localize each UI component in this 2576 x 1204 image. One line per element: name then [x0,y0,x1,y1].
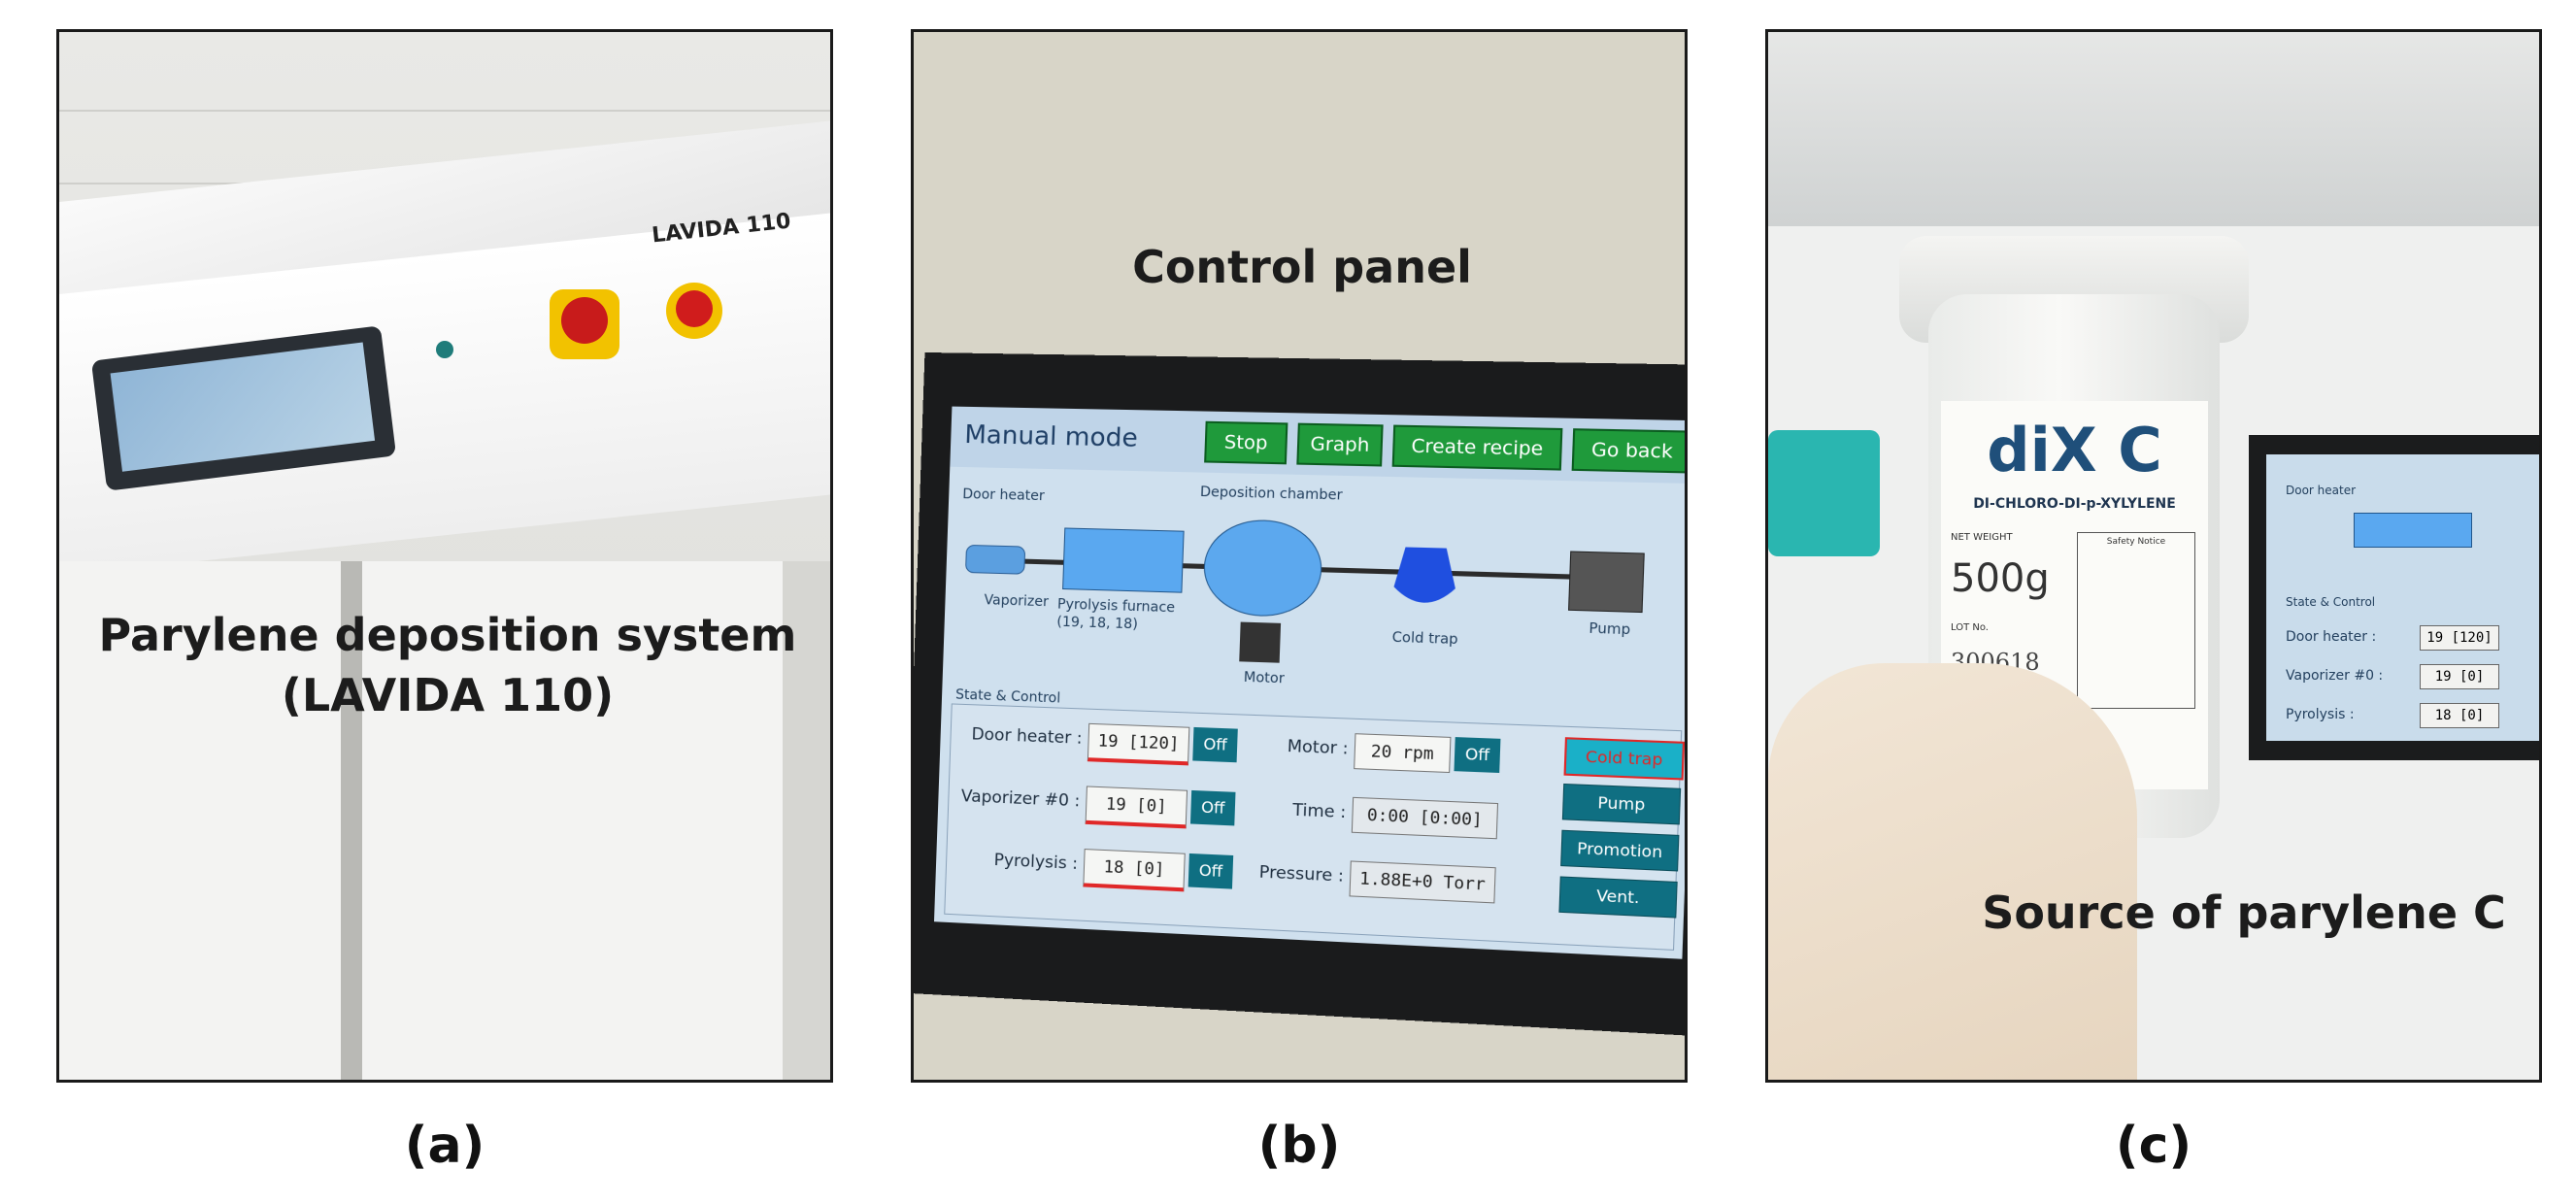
door-heater-diagram-label: Door heater [962,486,1046,505]
pump-icon [1569,552,1645,613]
main-switch-knob-icon [561,297,608,344]
door-heater-off-button[interactable]: Off [1192,726,1238,763]
go-back-button[interactable]: Go back [1571,428,1685,474]
panel-b-caption: Control panel [1132,241,1472,293]
main-switch [550,289,619,359]
photo-panel-a: LAVIDA 110 Parylene deposition system (L… [56,29,833,1083]
promotion-button[interactable]: Promotion [1560,829,1680,872]
lot-label: LOT No. [1951,622,1989,633]
vaporizer-row-label: Vaporizer #0 : [960,786,1081,812]
mini-furnace-icon [2354,513,2472,548]
mini-pyrolysis-label: Pyrolysis : [2286,707,2355,722]
mini-control-display: Door heater State & Control Door heater … [2266,454,2539,741]
emergency-stop [666,283,722,339]
touch-screen-display [110,342,376,472]
pyrolysis-row-label: Pyrolysis : [993,850,1079,875]
pressure-row-label: Pressure : [1258,862,1345,886]
screen-title: Manual mode [963,419,1139,453]
pyrolysis-furnace-values: (19, 18, 18) [1056,614,1139,633]
deposition-chamber-icon [1203,519,1323,618]
door-heater-row-label: Door heater : [971,724,1083,749]
motor-off-button[interactable]: Off [1454,737,1501,774]
time-value: 0:00 [0:00] [1351,796,1499,840]
net-weight-value: 500g [1951,556,2050,601]
pyrolysis-value: 18 [0] [1083,849,1186,892]
vaporizer-value: 19 [0] [1085,786,1188,829]
pump-button[interactable]: Pump [1561,783,1682,825]
vaporizer-icon [966,545,1025,574]
mini-state-control-title: State & Control [2286,595,2376,609]
pyrolysis-off-button[interactable]: Off [1188,853,1234,889]
jar-brand: diX C [1987,415,2162,485]
cold-trap-button[interactable]: Cold trap [1563,737,1685,781]
gloved-hand [1768,663,2137,1080]
safety-notice-box: Safety Notice [2077,532,2195,709]
motor-diagram-label: Motor [1243,669,1286,687]
state-control-panel: Door heater : 19 [120] Off Vaporizer #0 … [944,703,1685,951]
subcaption-a: (a) [404,1117,485,1175]
net-weight-label: NET WEIGHT [1951,532,2013,543]
emergency-stop-icon [676,290,713,327]
jar-product-name: DI-CHLORO-DI-p-XYLYLENE [1973,496,2176,512]
subcaption-c: (c) [2115,1117,2192,1175]
mini-control-screen: Door heater State & Control Door heater … [2249,435,2539,760]
panel-a-caption: Parylene deposition system (LAVIDA 110) [98,609,797,721]
mini-door-heater-label: Door heater : [2286,629,2377,645]
pyrolysis-furnace-icon [1063,528,1185,592]
vent-button[interactable]: Vent. [1558,876,1678,919]
cabinet-side [783,561,830,1080]
vaporizer-off-button[interactable]: Off [1189,789,1236,826]
mini-vaporizer-value: 19 [0] [2420,664,2499,689]
cold-trap-diagram-label: Cold trap [1391,629,1458,649]
graph-button[interactable]: Graph [1296,422,1384,467]
create-recipe-button[interactable]: Create recipe [1391,424,1563,471]
mini-vaporizer-label: Vaporizer #0 : [2286,668,2384,684]
pump-diagram-label: Pump [1589,620,1631,639]
mini-pyrolysis-value: 18 [0] [2420,703,2499,728]
time-row-label: Time : [1291,800,1347,823]
process-diagram [942,467,1688,663]
safety-notice-title: Safety Notice [2106,537,2166,547]
controller-device [1768,430,1880,556]
mini-title: Door heater [2286,484,2357,497]
machine-top-background [1768,32,2539,226]
machine-cabinet [59,561,830,1080]
control-tablet: Manual mode Stop Graph Create recipe Go … [914,351,1688,1037]
photo-panel-b: Control panel Manual mode Stop Graph Cre… [911,29,1688,1083]
motor-value: 20 rpm [1354,733,1452,774]
control-screen: Manual mode Stop Graph Create recipe Go … [933,406,1688,959]
cabinet-door-gap [341,561,362,1080]
motor-icon [1239,621,1282,663]
mini-door-heater-value: 19 [120] [2420,625,2499,651]
power-indicator-icon [436,341,453,358]
pressure-value: 1.88E+0 Torr [1349,860,1496,904]
vaporizer-diagram-label: Vaporizer [984,592,1050,611]
wall-tile-line [59,110,830,112]
photo-panel-c: Door heater State & Control Door heater … [1765,29,2542,1083]
stop-button[interactable]: Stop [1204,420,1288,465]
subcaption-b: (b) [1257,1117,1341,1175]
door-heater-value: 19 [120] [1087,722,1190,766]
panel-c-caption: Source of parylene C [1982,886,2506,939]
motor-row-label: Motor : [1287,736,1349,759]
cold-trap-icon [1392,547,1457,604]
